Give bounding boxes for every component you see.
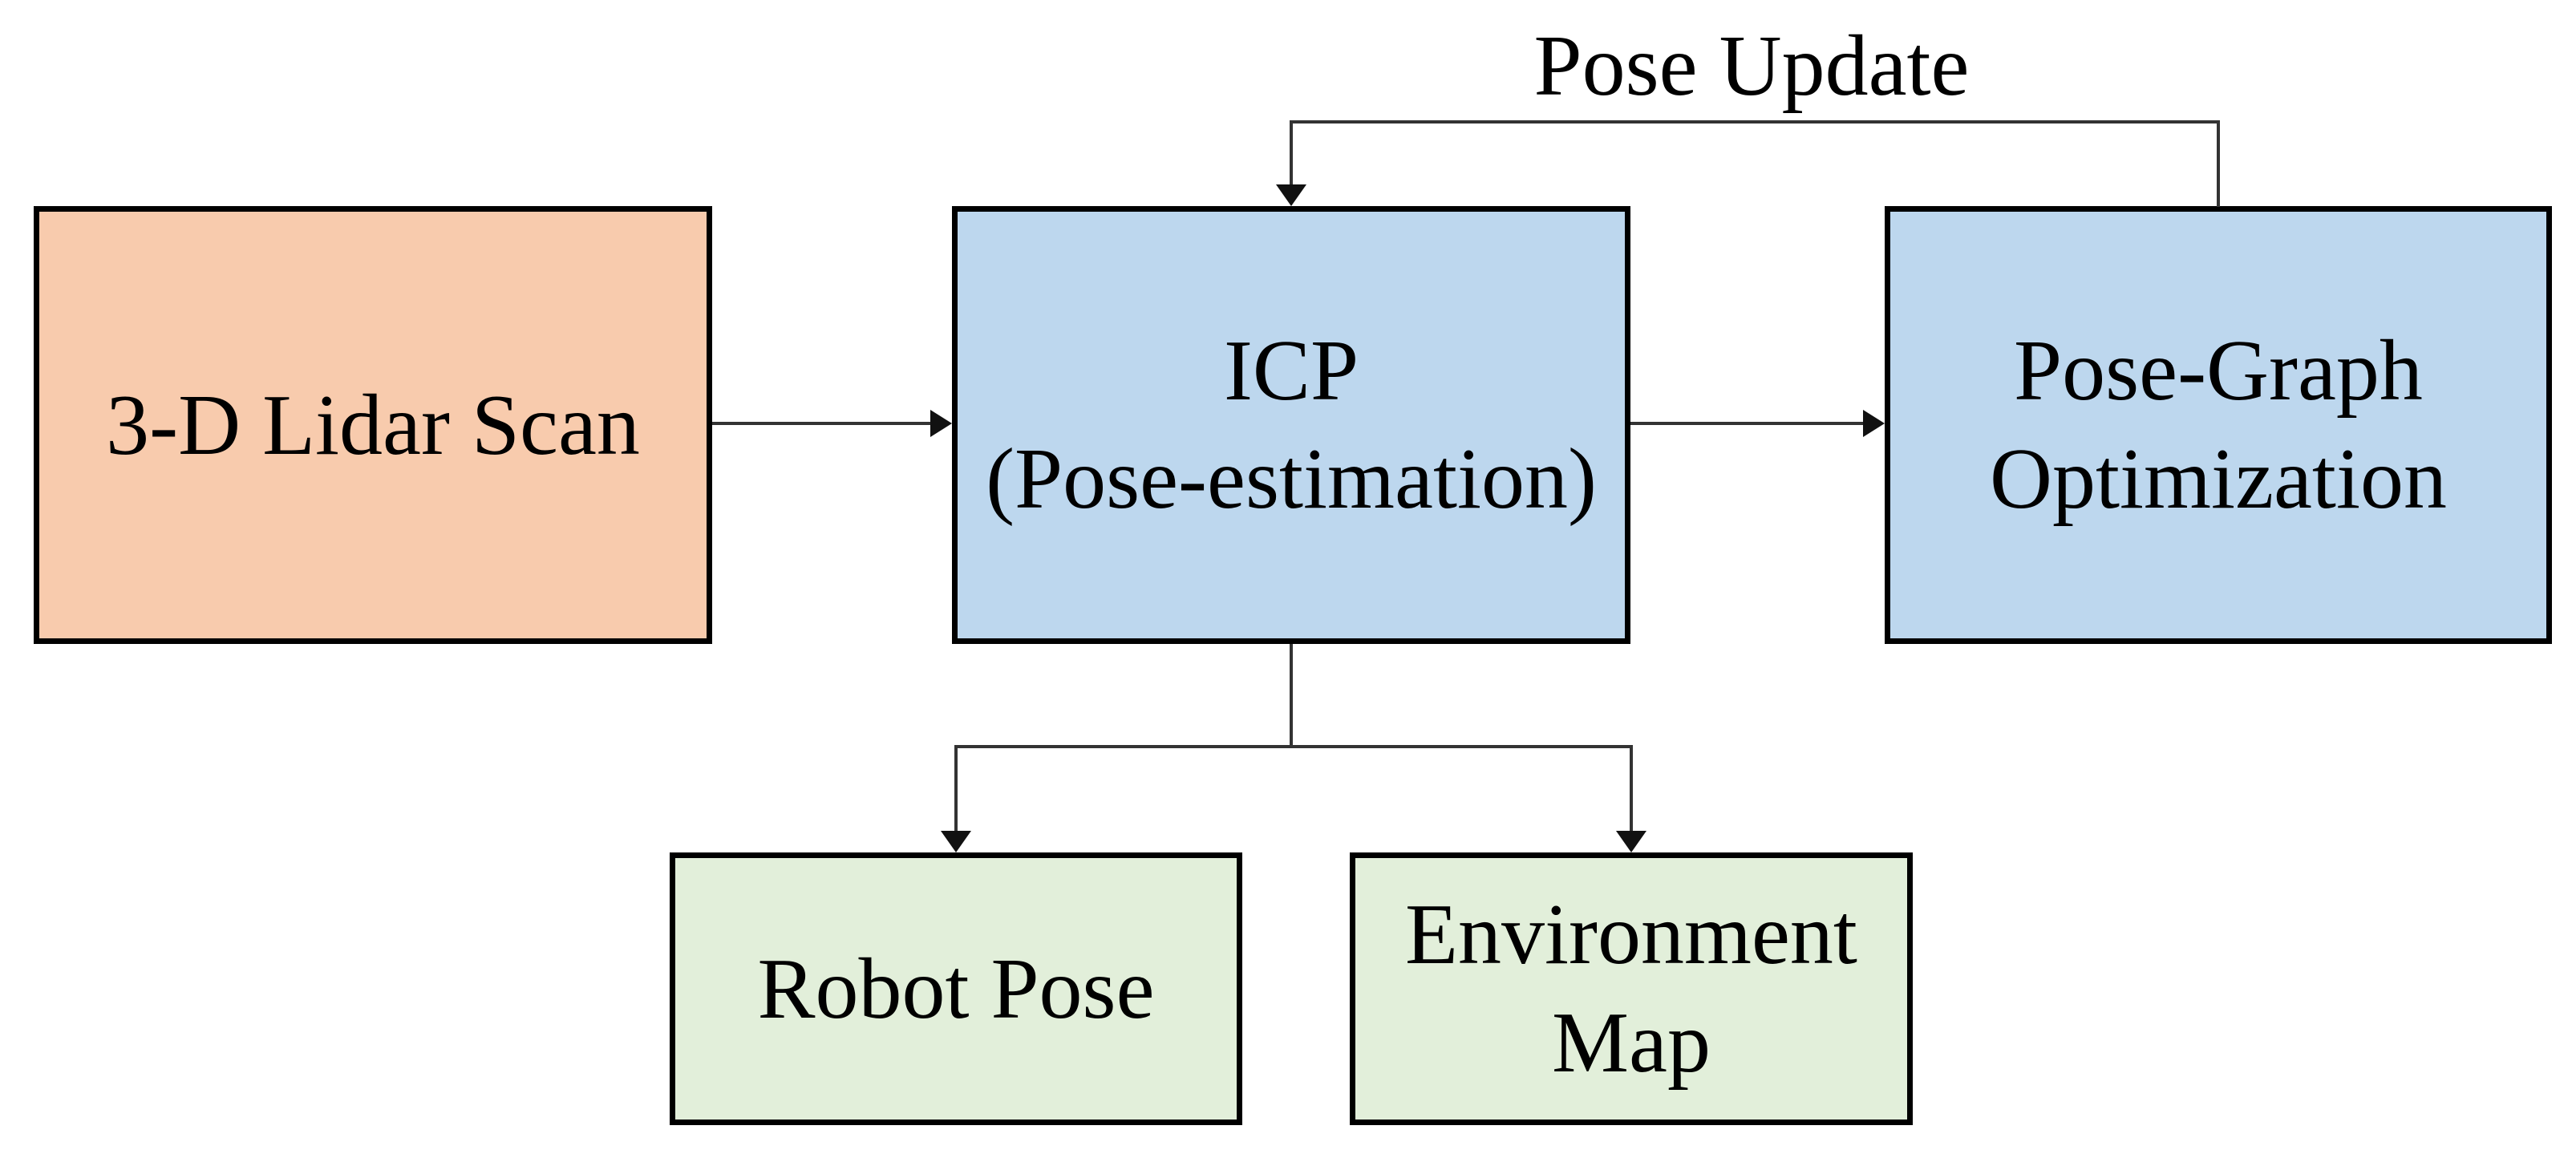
node-label-line: Map xyxy=(1552,995,1711,1091)
node-robot-pose: Robot Pose xyxy=(670,852,1242,1125)
edge-lidar-to-icp-line xyxy=(712,422,931,425)
edge-icp-outputs-stem-line xyxy=(1290,644,1293,747)
edge-icp-to-environmentmap-arrowhead-icon xyxy=(1616,831,1646,852)
node-icp-pose-estimation: ICP (Pose-estimation) xyxy=(952,206,1630,644)
node-label-line: Optimization xyxy=(1990,431,2447,527)
node-label-line: (Pose-estimation) xyxy=(986,431,1597,527)
node-label-line: Robot Pose xyxy=(757,941,1155,1037)
edge-icp-to-robotpose-arrowhead-icon xyxy=(941,831,971,852)
node-pose-graph-optimization: Pose-Graph Optimization xyxy=(1885,206,2552,644)
node-label-line: Pose-Graph xyxy=(2014,323,2423,419)
edge-posegraph-feedback-drop-line xyxy=(1290,120,1293,186)
edge-icp-outputs-cross-line xyxy=(954,745,1633,748)
edge-lidar-to-icp-arrowhead-icon xyxy=(930,410,952,437)
edge-posegraph-feedback-top-line xyxy=(1290,120,2220,123)
edge-icp-to-robotpose-line xyxy=(954,745,958,832)
edge-posegraph-feedback-riser-line xyxy=(2217,120,2220,207)
node-3d-lidar-scan: 3-D Lidar Scan xyxy=(34,206,712,644)
edge-icp-to-posegraph-line xyxy=(1630,422,1864,425)
edge-icp-to-environmentmap-line xyxy=(1630,745,1633,832)
pose-update-label: Pose Update xyxy=(1533,18,1970,114)
node-environment-map: Environment Map xyxy=(1350,852,1913,1125)
edge-posegraph-feedback-arrowhead-icon xyxy=(1276,184,1306,206)
node-label-line: ICP xyxy=(1223,323,1359,419)
node-label-line: 3-D Lidar Scan xyxy=(106,377,640,473)
node-label-line: Environment xyxy=(1405,887,1857,982)
edge-icp-to-posegraph-arrowhead-icon xyxy=(1863,410,1885,437)
